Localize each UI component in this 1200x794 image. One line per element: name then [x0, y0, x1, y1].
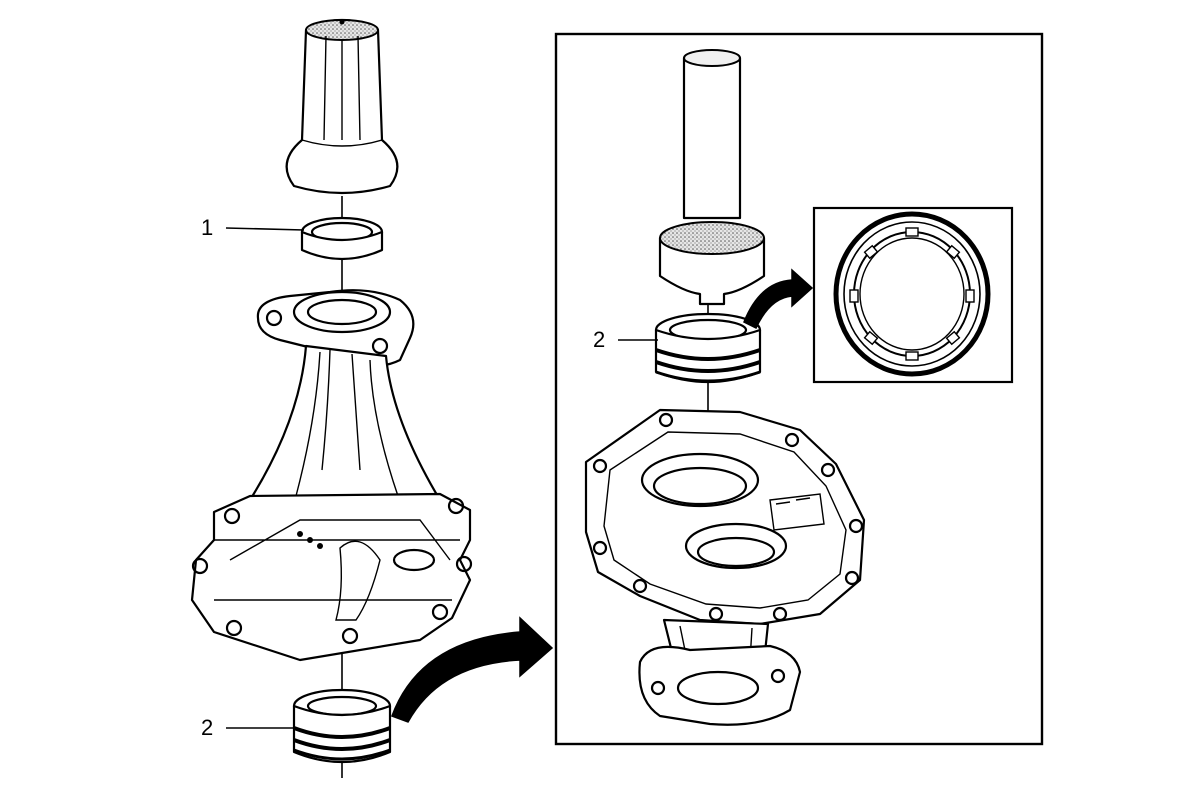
- detail-inset-frame: [554, 32, 1044, 746]
- callout-label-2-inset: 2: [593, 327, 606, 352]
- seal-2-inset: [654, 312, 762, 384]
- inset-installer-handle: [658, 49, 766, 306]
- seal-1: [300, 216, 384, 261]
- callout-label-2-left: 2: [201, 715, 214, 740]
- transfer-case-housing: [190, 289, 473, 662]
- callout-1-leader: [225, 227, 305, 231]
- curved-arrow-right-icon: [391, 616, 554, 723]
- seal-2-left: [292, 688, 392, 764]
- seal-installer-tool: [285, 19, 399, 195]
- seal-top-view-detail: [812, 206, 1014, 384]
- curved-arrow-right-icon: [743, 268, 814, 330]
- inset-transfer-case-housing: [584, 408, 866, 726]
- callout-label-1: 1: [201, 215, 214, 240]
